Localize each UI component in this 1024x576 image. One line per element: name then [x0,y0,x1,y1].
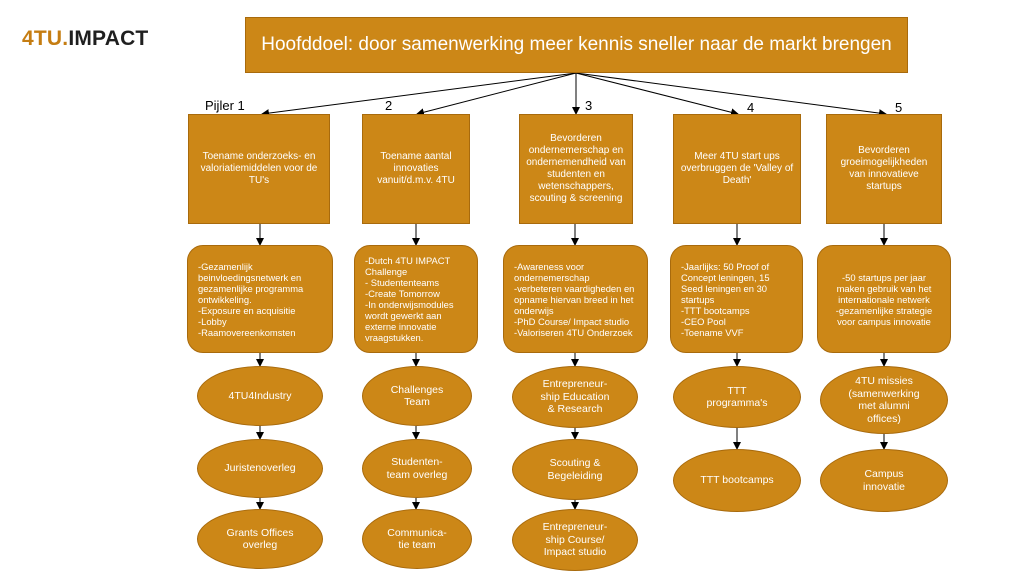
actions-box-3: -Awareness voor ondernemerschap -verbete… [503,245,648,353]
program-col4-2: TTT bootcamps [673,449,801,512]
pillar-box-4: Meer 4TU start ups overbruggen de 'Valle… [673,114,801,224]
program-col5-2: Campus innovatie [820,449,948,512]
pillar-label-5: 5 [895,100,903,115]
program-col2-2-label: Studenten- team overleg [386,456,448,481]
program-col5-2-label: Campus innovatie [862,468,906,493]
program-col2-3-label: Communica- tie team [387,526,447,552]
program-col5-1-label: 4TU missies (samenwerking met alumni off… [848,375,920,425]
pillar-text-3: Bevorderen ondernemerschap en ondernemen… [526,133,626,204]
actions-text-5: -50 startups per jaar maken gebruik van … [835,271,933,327]
program-col4-2-label: TTT bootcamps [700,474,774,487]
pillar-box-1: Toename onderzoeks- en valoriatiemiddele… [188,114,330,224]
actions-box-2: -Dutch 4TU IMPACT Challenge - Studentent… [354,245,478,353]
pillar-label-4: 4 [747,100,755,115]
program-col2-1-label: Challenges Team [390,383,444,409]
actions-box-5: -50 startups per jaar maken gebruik van … [817,245,951,353]
logo-4tu: 4TU [22,27,63,50]
program-col4-1-label: TTT programma's [706,384,768,410]
actions-box-4: -Jaarlijks: 50 Proof of Concept leningen… [670,245,803,353]
program-col5-1: 4TU missies (samenwerking met alumni off… [820,366,948,434]
program-col2-3: Communica- tie team [362,509,472,569]
arrow-title-to-pillar-5 [575,72,887,118]
pillar-text-1: Toename onderzoeks- en valoriatiemiddele… [200,151,318,186]
program-col3-2: Scouting & Begeleiding [512,439,638,500]
program-col3-3-label: Entrepreneur- ship Course/ Impact studio [542,521,608,559]
program-col3-2-label: Scouting & Begeleiding [547,457,603,482]
program-col1-2-label: Juristenoverleg [224,462,296,475]
program-col2-1: Challenges Team [362,366,472,426]
pillar-label-1: Pijler 1 [205,98,245,113]
logo-dot: . [62,27,69,50]
actions-text-3: -Awareness voor ondernemerschap -verbete… [514,260,635,338]
pillar-label-3: 3 [585,98,593,113]
program-col1-3-label: Grants Offices overleg [226,526,294,552]
pillar-text-4: Meer 4TU start ups overbruggen de 'Valle… [680,151,794,186]
program-col3-1-label: Entrepreneur- ship Education & Research [540,378,610,416]
main-goal-text: Hoofddoel: door samenwerking meer kennis… [261,34,892,55]
program-col2-2: Studenten- team overleg [362,439,472,498]
program-col3-3: Entrepreneur- ship Course/ Impact studio [512,509,638,571]
program-col1-1: 4TU4Industry [197,366,323,426]
main-goal-box: Hoofddoel: door samenwerking meer kennis… [245,17,908,73]
arrow-title-to-pillar-2 [416,72,577,117]
program-col1-3: Grants Offices overleg [197,509,323,569]
program-col3-1: Entrepreneur- ship Education & Research [512,366,638,428]
pillar-box-5: Bevorderen groeimogelijkheden van innova… [826,114,942,224]
arrow-title-to-pillar-1 [261,72,577,118]
actions-text-1: -Gezamenlijk beinvloedingsnetwerk en gez… [198,260,304,338]
program-col1-1-label: 4TU4Industry [228,389,292,402]
pillar-box-3: Bevorderen ondernemerschap en ondernemen… [519,114,633,224]
actions-text-2: -Dutch 4TU IMPACT Challenge - Studentent… [365,255,454,343]
actions-text-4: -Jaarlijks: 50 Proof of Concept leningen… [681,260,770,338]
actions-box-1: -Gezamenlijk beinvloedingsnetwerk en gez… [187,245,333,353]
pillar-box-2: Toename aantal innovaties vanuit/d.m.v. … [362,114,470,224]
program-col1-2: Juristenoverleg [197,439,323,498]
program-col4-1: TTT programma's [673,366,801,428]
pillar-text-5: Bevorderen groeimogelijkheden van innova… [840,145,928,192]
pillar-label-2: 2 [385,98,393,113]
arrow-title-to-pillar-4 [575,72,739,117]
logo-4tu-impact: 4TU.IMPACT [22,27,148,51]
logo-impact: IMPACT [68,27,149,50]
pillar-text-2: Toename aantal innovaties vanuit/d.m.v. … [377,151,455,186]
